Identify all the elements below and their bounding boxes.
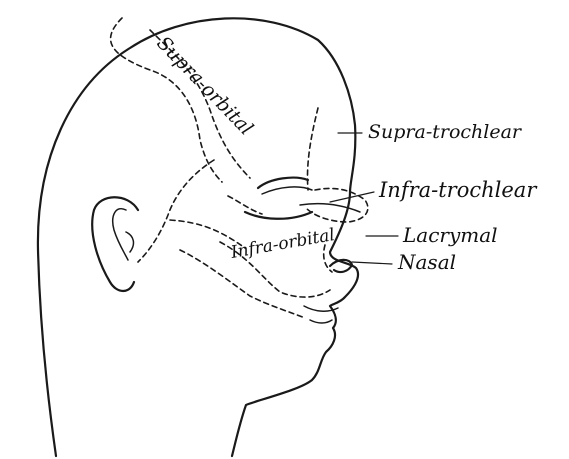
temple-boundary: [138, 160, 214, 262]
label-nasal: Nasal: [397, 250, 456, 274]
ear-tragus: [126, 232, 133, 252]
label-supra-trochlear: Supra-trochlear: [368, 121, 523, 143]
mouth-corner: [310, 320, 332, 323]
label-infra-orbital: Infra-orbital: [228, 225, 336, 263]
ear-inner: [113, 209, 128, 260]
label-infra-trochlear: Infra-trochlear: [378, 178, 538, 202]
label-lacrymal: Lacrymal: [402, 223, 498, 247]
leader-nasal: [352, 262, 392, 264]
leader-infra-trochlear: [330, 192, 374, 202]
supra-trochlear-boundary: [307, 108, 318, 190]
eye-upper-lid: [258, 178, 308, 188]
eye-lower: [245, 212, 312, 219]
eye-lid-line: [262, 187, 312, 194]
label-supra-orbital: Supra-orbital: [152, 32, 257, 139]
